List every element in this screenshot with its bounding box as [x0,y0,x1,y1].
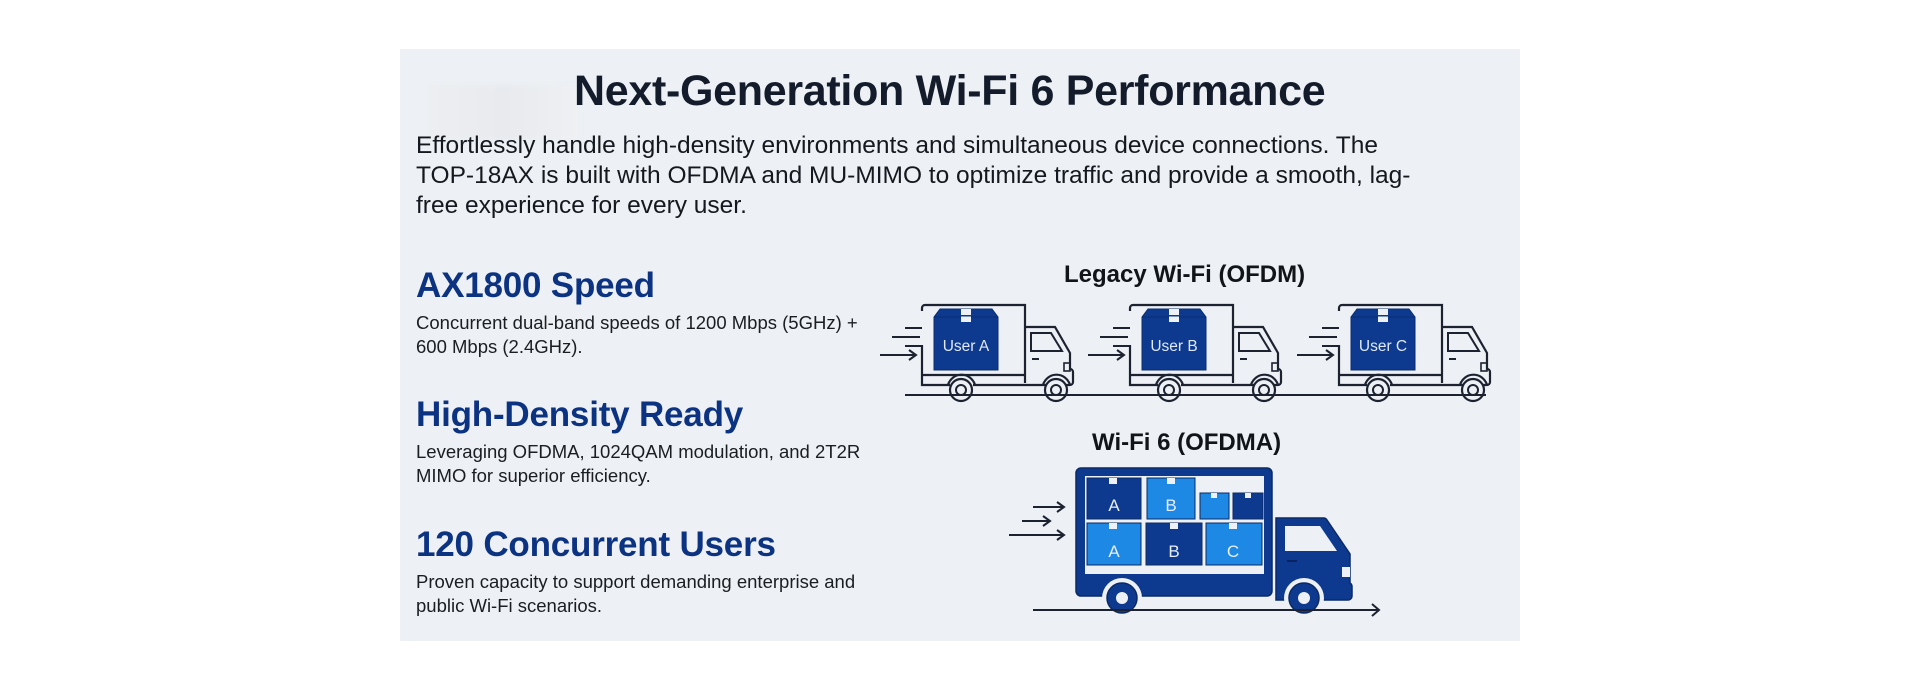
ofdm-vs-ofdma-illustration: User A User B User C [878,303,1492,618]
svg-text:C: C [1227,542,1239,561]
feature-users: 120 Concurrent Users Proven capacity to … [416,524,876,618]
legacy-truck-a: User A [878,303,1075,403]
wifi6-box-c-bottom: C [1205,522,1263,566]
feature-description: Proven capacity to support demanding ent… [416,571,856,616]
feature-description: Leveraging OFDMA, 1024QAM modulation, an… [416,441,861,486]
feature-heading: 120 Concurrent Users [416,525,776,564]
svg-text:B: B [1165,496,1176,515]
legacy-wifi-label: Legacy Wi-Fi (OFDM) [1064,261,1306,288]
legacy-truck-b: User B [1086,303,1283,403]
svg-text:A: A [1108,542,1120,561]
feature-heading: AX1800 Speed [416,266,655,305]
wifi6-road-arrow [1033,603,1381,617]
blurred-logo-area [430,85,580,140]
legacy-truck-c: User C [1295,303,1492,403]
feature-panel: Next-Generation Wi-Fi 6 Performance Effo… [400,49,1520,641]
wifi6-box-a-bottom: A [1086,522,1142,566]
wifi6-box-b-top: B [1146,477,1196,520]
wifi6-box-b-bottom: B [1145,522,1203,566]
wifi6-box-a-top: A [1086,477,1142,520]
intro-paragraph: Effortlessly handle high-density environ… [416,132,1411,219]
svg-text:User A: User A [943,338,990,355]
svg-text:User C: User C [1359,338,1407,355]
svg-text:User B: User B [1150,338,1197,355]
wifi6-label: Wi-Fi 6 (OFDMA) [1092,429,1282,456]
svg-text:B: B [1168,542,1179,561]
feature-description: Concurrent dual-band speeds of 1200 Mbps… [416,312,858,357]
page-title: Next-Generation Wi-Fi 6 Performance [574,67,1326,115]
feature-heading: High-Density Ready [416,395,744,434]
wifi6-box-small-2 [1232,492,1264,520]
svg-text:A: A [1108,496,1120,515]
feature-speed: AX1800 Speed Concurrent dual-band speeds… [416,265,876,359]
wifi6-box-small-1 [1199,492,1230,520]
feature-density: High-Density Ready Leveraging OFDMA, 102… [416,394,876,488]
wifi6-truck: A B A B [1009,467,1353,618]
